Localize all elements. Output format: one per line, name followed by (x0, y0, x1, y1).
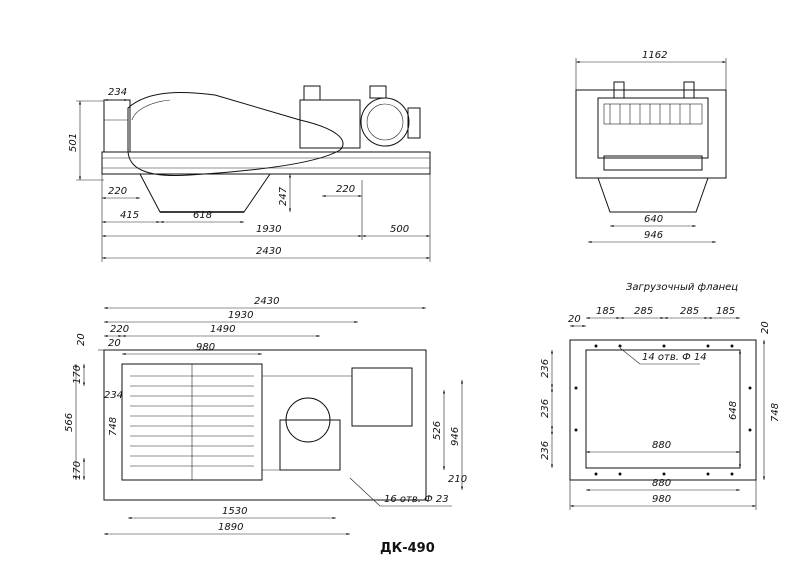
plan-dim-170-b: 170 (72, 461, 83, 480)
plan-dim-210: 210 (448, 474, 467, 485)
side-view: 234 501 220 247 220 415 618 1930 500 243… (68, 85, 431, 262)
flange-dim-185-a: 185 (596, 306, 615, 317)
plan-dim-220: 220 (110, 324, 129, 335)
flange-dim-top20: 20 (568, 314, 581, 325)
dim-1930: 1930 (256, 224, 281, 235)
flange-dim-236-c: 236 (540, 441, 551, 460)
flange-label: Загрузочный фланец (626, 282, 738, 293)
plan-view: 2430 1930 220 1490 20 20 980 170 234 566… (64, 296, 467, 536)
plan-dim-946: 946 (450, 427, 461, 446)
dim-618: 618 (193, 210, 212, 221)
dim-946: 946 (644, 230, 663, 241)
drawing-title: ДК-490 (380, 541, 435, 556)
dim-640: 640 (644, 214, 663, 225)
dim-234: 234 (108, 87, 127, 98)
flange-dim-648: 648 (728, 401, 739, 420)
flange-dim-236-a: 236 (540, 359, 551, 378)
plan-dim-526: 526 (432, 421, 443, 440)
flange-dim-748: 748 (770, 403, 781, 422)
dim-500: 500 (390, 224, 409, 235)
plan-dim-170-a: 170 (72, 365, 83, 384)
flange-dim-980: 980 (652, 494, 671, 505)
dim-247: 247 (278, 186, 289, 206)
dim-220-left: 220 (108, 186, 127, 197)
plan-dim-748: 748 (108, 417, 119, 436)
flange-dim-right20: 20 (760, 321, 771, 334)
plan-dim-20-b: 20 (108, 338, 121, 349)
plan-dim-234: 234 (104, 390, 123, 401)
plan-dim-20-a: 20 (76, 333, 87, 346)
plan-dim-980: 980 (196, 342, 215, 353)
plan-dim-1930: 1930 (228, 310, 253, 321)
flange-dim-880-a: 880 (652, 440, 671, 451)
dim-1162: 1162 (642, 50, 667, 61)
plan-holes-note: 16 отв. Ф 23 (384, 494, 449, 505)
flange-dim-285-a: 285 (634, 306, 653, 317)
flange-holes-note: 14 отв. Ф 14 (642, 352, 707, 363)
end-view: 1162 640 946 (575, 50, 727, 244)
plan-dim-2430: 2430 (254, 296, 279, 307)
plan-dim-1890: 1890 (218, 522, 243, 533)
flange-view: Загрузочный фланец 20 185 285 285 185 20… (540, 282, 781, 510)
dim-2430: 2430 (256, 246, 281, 257)
flange-dim-285-b: 285 (680, 306, 699, 317)
flange-dim-236-b: 236 (540, 399, 551, 418)
plan-dim-1530: 1530 (222, 506, 247, 517)
dim-501: 501 (68, 133, 79, 152)
flange-dim-880-b: 880 (652, 478, 671, 489)
dim-220-mid: 220 (336, 184, 355, 195)
dim-415: 415 (120, 210, 139, 221)
plan-dim-566: 566 (64, 413, 75, 432)
flange-dim-185-b: 185 (716, 306, 735, 317)
plan-dim-1490: 1490 (210, 324, 235, 335)
